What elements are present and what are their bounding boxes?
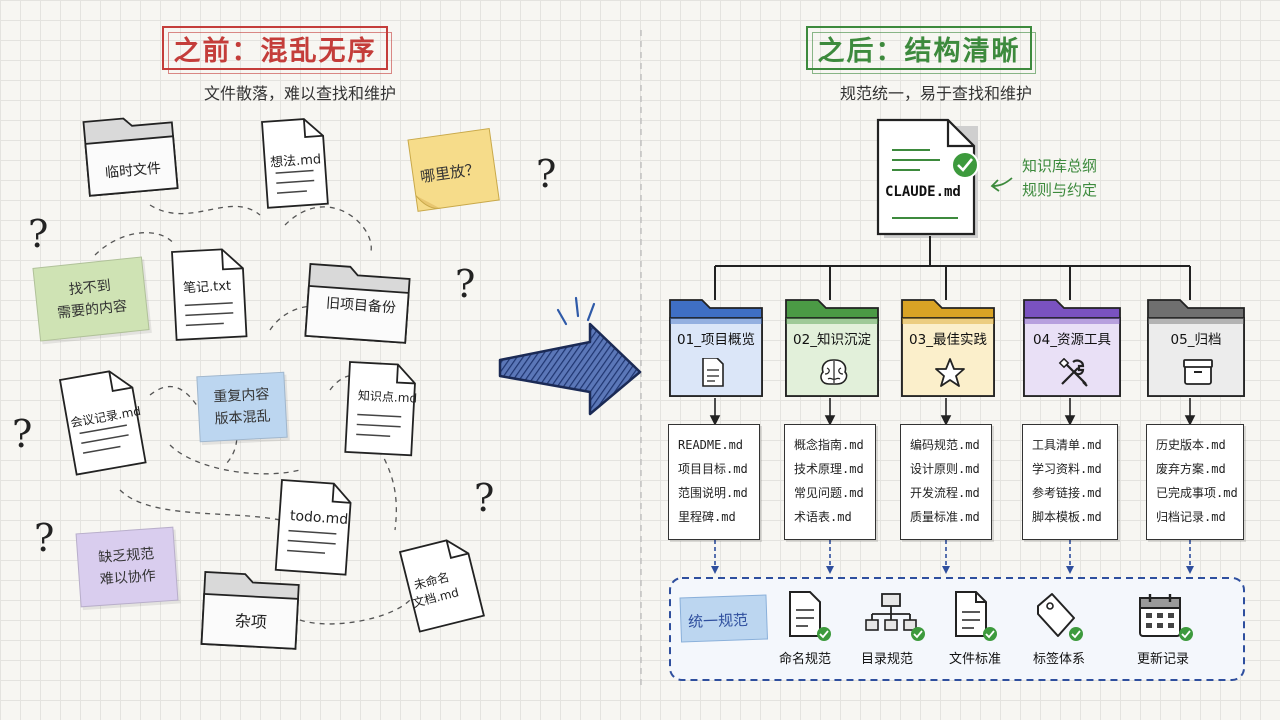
folder-name: 01_项目概览 xyxy=(677,332,755,348)
file-icon xyxy=(261,118,329,209)
before-subtitle: 文件散落，难以查找和维护 xyxy=(203,84,396,103)
standards-label: 统一规范 xyxy=(687,610,749,632)
sticky-note-where xyxy=(407,128,500,212)
folder-label: 杂项 xyxy=(234,611,268,632)
file-item[interactable]: 脚本模板.md xyxy=(1032,510,1102,524)
chaos-scene xyxy=(58,117,500,650)
file-icon xyxy=(171,248,248,341)
sticky-note-lost: 找不到 需要的内容 xyxy=(32,256,150,342)
file-list-01: README.md 项目目标.md 范围说明.md 里程碑.md xyxy=(668,424,760,540)
file-icon xyxy=(344,361,416,457)
file-item[interactable]: 编码规范.md xyxy=(910,438,980,452)
after-subtitle: 规范统一，易于查找和维护 xyxy=(839,84,1032,103)
file-item[interactable]: 概念指南.md xyxy=(794,438,864,452)
file-item[interactable]: 范围说明.md xyxy=(678,486,748,500)
folder-1[interactable]: 01_项目概览 xyxy=(668,298,764,398)
file-item[interactable]: 项目目标.md xyxy=(678,462,748,476)
file-list-03: 编码规范.md 设计原则.md 开发流程.md 质量标准.md xyxy=(900,424,992,540)
folder-name: 05_归档 xyxy=(1170,332,1222,348)
before-title: 之前：混乱无序 xyxy=(162,26,392,74)
folder-name: 03_最佳实践 xyxy=(909,332,987,348)
question-mark: ? xyxy=(12,412,33,456)
folder-icon xyxy=(82,117,179,197)
folder-icon xyxy=(901,299,995,397)
folder-4[interactable]: 04_资源工具 xyxy=(1022,298,1122,398)
file-item[interactable]: 设计原则.md xyxy=(910,462,980,476)
file-icon xyxy=(58,370,147,476)
after-title: 之后：结构清晰 xyxy=(806,26,1036,74)
file-label: 笔记.txt xyxy=(182,278,232,297)
file-item[interactable]: 开发流程.md xyxy=(910,486,980,500)
question-mark: ? xyxy=(28,212,49,256)
question-mark: ? xyxy=(455,262,476,306)
file-item[interactable]: 质量标准.md xyxy=(910,510,980,524)
annotation-arrow-icon xyxy=(990,177,1013,192)
hierarchy-icon xyxy=(865,593,925,641)
standard-item-label: 文件标准 xyxy=(948,652,1001,667)
root-annotation: 知识库总纲 规则与约定 xyxy=(1022,157,1098,199)
file-item[interactable]: 里程碑.md xyxy=(678,510,736,524)
folder-icon xyxy=(669,299,763,397)
folder-icon xyxy=(785,299,879,397)
standards-icons xyxy=(789,591,1193,641)
divider-line xyxy=(640,30,642,690)
standard-item-label: 更新记录 xyxy=(1136,652,1189,667)
file-item[interactable]: 常见问题.md xyxy=(794,486,864,500)
root-document-icon xyxy=(876,118,979,238)
sticky-note-no-standard: 缺乏规范 难以协作 xyxy=(75,526,179,608)
file-item[interactable]: README.md xyxy=(678,438,744,452)
file-list-05: 历史版本.md 废弃方案.md 已完成事项.md 归档记录.md xyxy=(1146,424,1244,540)
file-item[interactable]: 技术原理.md xyxy=(794,462,864,476)
document-icon xyxy=(702,358,724,387)
folder-3[interactable]: 03_最佳实践 xyxy=(900,298,996,398)
file-item[interactable]: 已完成事项.md xyxy=(1156,486,1238,500)
sticky-note-duplicate: 重复内容 版本混乱 xyxy=(196,371,288,443)
file-item[interactable]: 归档记录.md xyxy=(1156,510,1226,524)
calendar-icon xyxy=(1139,594,1193,641)
archive-box-icon xyxy=(1183,359,1213,385)
file-list-04: 工具清单.md 学习资料.md 参考链接.md 脚本模板.md xyxy=(1022,424,1118,540)
file-standard-icon xyxy=(955,591,997,641)
star-icon xyxy=(935,358,965,387)
standard-item-label: 标签体系 xyxy=(1032,652,1085,667)
tools-icon xyxy=(1058,358,1088,387)
file-list-02: 概念指南.md 技术原理.md 常见问题.md 术语表.md xyxy=(784,424,876,540)
folder-icon xyxy=(304,263,411,344)
file-icon xyxy=(274,479,352,576)
folder-2[interactable]: 02_知识沉淀 xyxy=(784,298,880,398)
file-item[interactable]: 学习资料.md xyxy=(1032,462,1102,476)
folder-5[interactable]: 05_归档 xyxy=(1146,298,1246,398)
folder-icon xyxy=(1147,299,1245,397)
file-item[interactable]: 历史版本.md xyxy=(1156,438,1226,452)
standard-item-label: 命名规范 xyxy=(778,652,831,667)
folder-icon xyxy=(200,571,300,650)
root-file-name: CLAUDE.md xyxy=(885,184,961,200)
folder-name: 04_资源工具 xyxy=(1033,332,1111,348)
document-icon xyxy=(789,591,831,641)
file-item[interactable]: 术语表.md xyxy=(794,510,852,524)
file-item[interactable]: 工具清单.md xyxy=(1032,438,1102,452)
transition-arrow-icon xyxy=(498,296,642,416)
tag-icon xyxy=(1037,593,1083,641)
standards-label-tag xyxy=(679,594,769,643)
file-label: 知识点.md xyxy=(357,388,418,406)
standard-item-label: 目录规范 xyxy=(860,652,913,667)
file-item[interactable]: 参考链接.md xyxy=(1032,486,1102,500)
question-mark: ? xyxy=(474,476,495,520)
brain-icon xyxy=(820,359,848,385)
file-item[interactable]: 废弃方案.md xyxy=(1156,462,1226,476)
file-label: 想法.md xyxy=(269,152,322,171)
question-mark: ? xyxy=(536,152,557,196)
folder-icon xyxy=(1023,299,1121,397)
file-icon xyxy=(398,539,485,633)
folder-name: 02_知识沉淀 xyxy=(793,332,871,348)
question-mark: ? xyxy=(34,516,55,560)
